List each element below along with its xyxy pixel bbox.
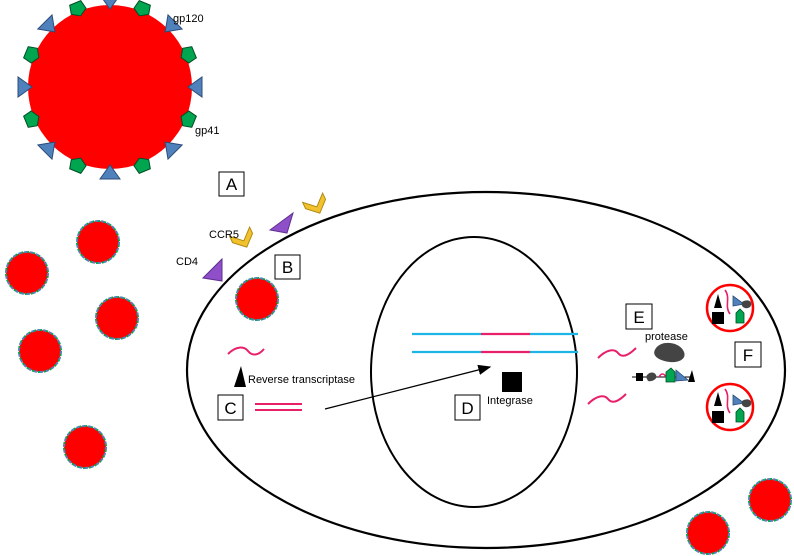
step-f: F [734,341,762,368]
gp120-label: gp120 [173,13,204,25]
virion-small [18,329,62,373]
integrase-label: Integrase [487,395,533,407]
receptors: CCR5 CD4 [176,191,327,282]
protease-label: protease [645,331,688,343]
step-f-label: F [743,346,753,365]
exported-rna [597,347,637,359]
ccr5-icon [301,191,327,214]
cd4-icon [268,211,294,234]
gp120-spike-icon [17,76,33,98]
double-stranded-dna [255,403,302,411]
host-cell-membrane [185,190,787,550]
step-b: B [274,254,301,280]
gp41-spike-icon [69,0,87,17]
gp120-spike-icon [164,141,184,161]
polyprotein-chain [632,367,695,383]
step-c-label: C [224,399,236,418]
step-a-label: A [226,175,238,194]
integrase-icon [502,372,522,392]
virion-small [748,478,792,522]
binding-virion [235,277,279,321]
budding-virion [705,283,755,333]
exported-rna [587,393,627,405]
virion-small [686,511,730,555]
step-b-label: B [282,258,293,277]
ccr5-icon [228,225,254,248]
gp41-spike-icon [180,110,197,128]
reverse-transcriptase-icon [234,366,246,387]
gp41-spike-icon [23,46,40,64]
nucleus [370,236,578,508]
budding-virion [705,382,755,432]
host-dna [412,332,578,354]
gp41-spike-icon [69,157,87,174]
step-a: A [218,171,245,197]
protease-icon [654,342,685,363]
gp120-spike-icon [102,0,118,10]
step-e-label: E [633,308,644,327]
gp41-spike-icon [180,46,197,64]
gp120-spike-icon [36,13,56,33]
gp41-spike-icon [133,157,151,174]
step-c: C [217,394,244,421]
gp120-spike-icon [99,164,121,180]
virion-small [95,296,139,340]
virion-small [5,251,49,295]
large-virion: gp120 gp41 [17,0,219,180]
gp41-label: gp41 [195,125,219,137]
virion-small [63,425,107,469]
gp120-spike-icon [187,76,203,98]
gp120-spike-icon [164,13,184,33]
step-d-label: D [461,399,473,418]
viral-rna-strand [227,346,265,356]
ccr5-label: CCR5 [209,229,239,241]
cd4-icon [201,257,223,282]
step-d: D [454,394,481,421]
cd4-label: CD4 [176,256,198,268]
step-e: E [625,303,653,330]
gp41-spike-icon [133,0,151,17]
gp41-spike-icon [23,110,40,128]
reverse-transcriptase-label: Reverse transcriptase [248,374,355,386]
free-virions [5,220,792,555]
virion-envelope [28,5,192,169]
virion-small [76,220,120,264]
gp120-spike-icon [36,141,56,161]
integration-arrow [324,364,492,410]
virion-spikes [17,0,203,180]
